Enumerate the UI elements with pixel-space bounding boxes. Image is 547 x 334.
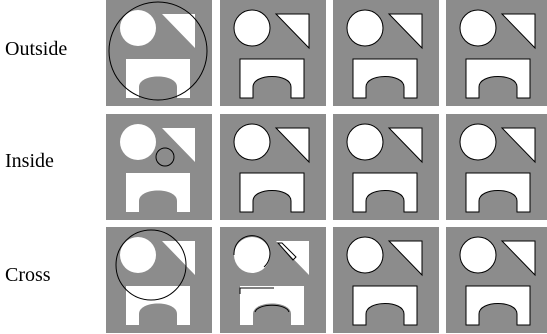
panel-r3-c3-converged [333,227,439,333]
panel-r1-c4-converged [446,0,547,106]
panel-r1-c2-converged [220,0,326,106]
panel-r2-c4-converged [446,114,547,220]
row-label-outside: Outside [5,37,67,61]
row-label-inside: Inside [5,149,54,173]
panel-r3-c1-initial [106,227,212,333]
row-label-cross: Cross [5,263,51,287]
panel-r1-c3-converged [333,0,439,106]
panel-r2-c2-converged [220,114,326,220]
panel-r1-c1-initial [106,0,212,106]
panel-r2-c3-converged [333,114,439,220]
panel-r3-c4-converged [446,227,547,333]
panel-r2-c1-initial [106,114,212,220]
panel-r3-c2-partial [220,227,326,333]
